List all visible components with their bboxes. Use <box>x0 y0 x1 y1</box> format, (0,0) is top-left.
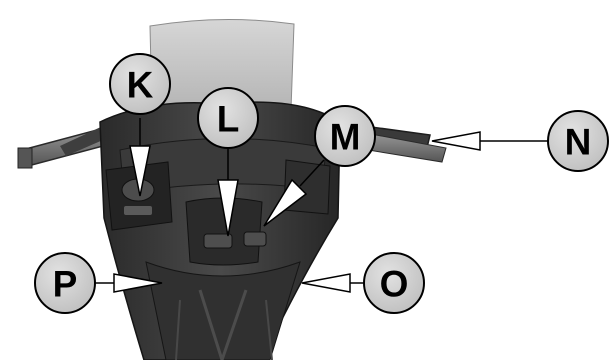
callout-l: L <box>198 88 258 148</box>
callout-p: P <box>35 253 95 313</box>
leader-o <box>302 274 366 292</box>
callout-l-label: L <box>217 99 240 140</box>
callout-m-label: M <box>330 117 361 158</box>
callout-k-label: K <box>127 65 154 106</box>
callout-n-label: N <box>565 122 592 163</box>
callout-o: O <box>364 253 424 313</box>
callout-p-label: P <box>53 264 78 305</box>
callout-o-label: O <box>380 264 409 305</box>
callout-n: N <box>548 111 608 171</box>
leader-n <box>432 132 548 150</box>
callout-m: M <box>315 106 375 166</box>
callout-k: K <box>110 54 170 114</box>
